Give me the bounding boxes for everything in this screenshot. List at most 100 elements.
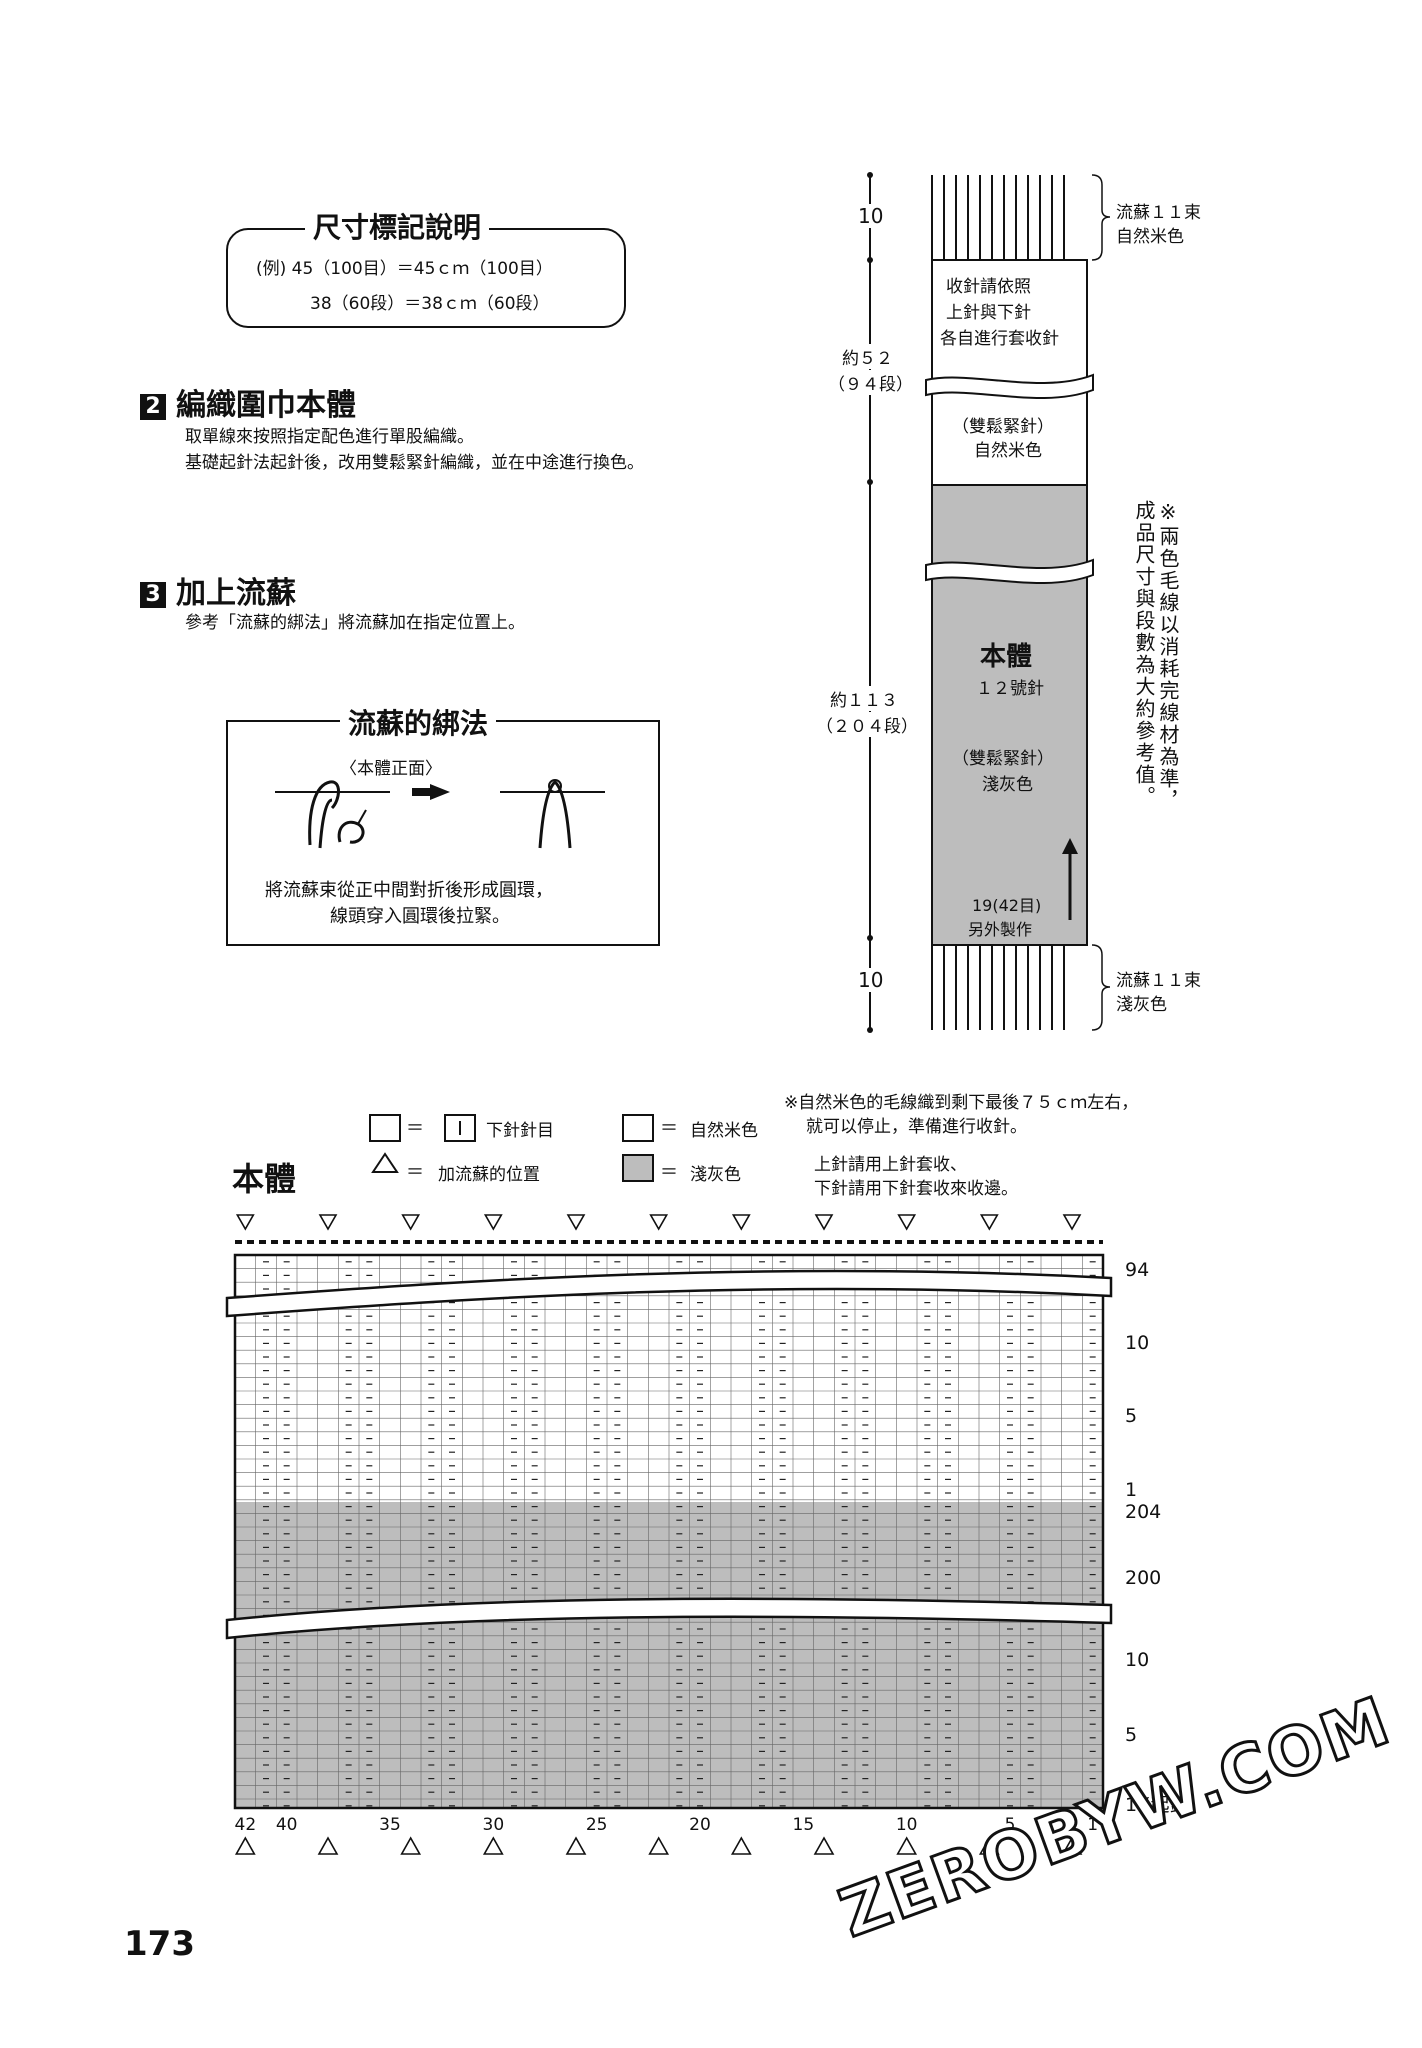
upper-stitch-label-2: 自然米色 [974,441,1042,461]
fringe-marker-bottom [978,1836,1000,1855]
section-3-heading: 3 加上流蘇 [140,568,296,612]
legend-eq-2: ＝ [406,1162,424,1183]
schematic-dim-top: 10 [858,204,884,228]
row-label: 10 [1125,1332,1149,1354]
fringe-marker-bottom [1061,1836,1083,1855]
cast-on-label-1: 19(42目) [972,896,1042,915]
bindoff-note-2: 上針與下針 [946,303,1031,323]
upper-stitch-label-1: （雙鬆緊針） [952,417,1054,437]
column-label: 25 [586,1815,608,1835]
chart-title: 本體 [232,1160,297,1198]
scarf-schematic [867,172,1111,1033]
section-2-text-2: 基礎起針法起針後，改用雙鬆緊針編織，並在中途進行換色。 [185,453,644,473]
schematic-dim-mid-2: （９４段） [828,370,913,395]
row-label: 5 [1125,1405,1137,1427]
size-notation-line-1: (例) 45（100目）＝45ｃｍ（100目） [256,259,553,279]
row-label: 1 [1125,1479,1137,1501]
fringe-marker-top [401,1214,421,1231]
fringe-method-text-2: 線頭穿入圓環後拉緊。 [330,906,510,927]
section-2-text-1: 取單線來按照指定配色進行單股編織。 [185,427,474,447]
row-label: 204 [1125,1501,1161,1523]
size-notation-line-2: 38（60段）＝38ｃｍ（60段） [310,294,550,314]
fringe-marker-bottom [234,1836,256,1855]
row-label: 200 [1125,1567,1161,1589]
fringe-marker-bottom [813,1836,835,1855]
top-fringe [931,175,1065,260]
fringe-marker-top [566,1214,586,1231]
fringe-method-subtitle: 〈本體正面〉 [340,759,442,779]
schematic-needle: １２號針 [976,679,1044,699]
section-2-title: 編織圍巾本體 [176,388,356,423]
page-number: 173 [124,1924,195,1964]
fringe-marker-top [649,1214,669,1231]
fringe-marker-top [814,1214,834,1231]
fringe-marker-bottom [648,1836,670,1855]
lower-stitch-label-1: （雙鬆緊針） [952,749,1054,769]
fringe-marker-bottom [565,1836,587,1855]
fringe-marker-top [897,1214,917,1231]
note-bind-1: 上針請用上針套收、 [814,1155,967,1175]
column-label: 42 [235,1815,257,1835]
schematic-dim-bottom: 10 [858,968,884,992]
section-3-title: 加上流蘇 [176,576,296,611]
fringe-marker-top [483,1214,503,1231]
schematic-side-note: ※兩色毛線以消耗完線材為準，成品尺寸與段數為大約參考值。 [1132,500,1180,812]
legend-swatches [369,1114,654,1182]
section-3-text-1: 參考「流蘇的綁法」將流蘇加在指定位置上。 [185,613,525,633]
fringe-bottom-label-2: 淺灰色 [1116,995,1167,1015]
fringe-marker-bottom [400,1836,422,1855]
fringe-marker-top [235,1214,255,1231]
row-label: 10 [1125,1649,1149,1671]
fringe-marker-top [1062,1214,1082,1231]
section-3-number: 3 [140,581,166,608]
note-bind-2: 下針請用下針套收來收邊。 [814,1179,1018,1199]
column-label: 20 [689,1815,711,1835]
note-yarn-2: 就可以停止，準備進行收針。 [806,1117,1027,1137]
row-label: 1 (起針) [1125,1794,1196,1816]
fringe-tying-illustration [275,779,605,849]
fringe-marker-top [731,1214,751,1231]
section-2-number: 2 [140,393,166,420]
legend-eq-4: ＝ [660,1162,678,1183]
bindoff-note-3: 各自進行套收針 [940,329,1059,349]
note-yarn-1: ※自然米色的毛線織到剩下最後７５ｃｍ左右， [784,1093,1139,1113]
fringe-top-label-2: 自然米色 [1116,227,1184,247]
column-label: 1 [1087,1815,1098,1835]
fringe-method-text-1: 將流蘇束從正中間對折後形成圓環， [265,880,553,901]
legend-fringe-pos: 加流蘇的位置 [438,1165,540,1185]
lower-break [225,1597,1113,1640]
fringe-method-title: 流蘇的綁法 [340,702,497,742]
legend-eq-1: ＝ [406,1118,424,1139]
column-label: 5 [1005,1815,1016,1835]
fringe-marker-top [318,1214,338,1231]
fringe-bottom-label-1: 流蘇１１束 [1116,971,1201,991]
legend-gray: 淺灰色 [690,1165,741,1185]
schematic-body-title: 本體 [980,642,1033,672]
column-label: 10 [896,1815,918,1835]
schematic-dim-body-1: 約１１３ [830,686,898,711]
legend-knit: 下針針目 [486,1121,554,1141]
upper-break [225,1269,1113,1318]
fringe-marker-bottom [317,1836,339,1855]
column-label: 35 [379,1815,401,1835]
fringe-marker-top [979,1214,999,1231]
fringe-marker-bottom [730,1836,752,1855]
bottom-fringe [931,945,1065,1030]
legend-natural: 自然米色 [690,1121,758,1141]
bindoff-note-1: 收針請依照 [946,277,1031,297]
row-label: 94 [1125,1259,1149,1281]
lower-stitch-label-2: 淺灰色 [982,775,1033,795]
column-label: 15 [793,1815,815,1835]
column-label: 40 [276,1815,298,1835]
schematic-dim-body-2: （２０４段） [816,712,918,737]
row-label: 5 [1125,1724,1137,1746]
fringe-top-label-1: 流蘇１１束 [1116,203,1201,223]
schematic-dim-mid-1: 約５２ [842,344,893,369]
fringe-marker-bottom [482,1836,504,1855]
legend-eq-3: ＝ [660,1118,678,1139]
section-2-heading: 2 編織圍巾本體 [140,380,356,424]
column-label: 30 [483,1815,505,1835]
chart-border [233,1253,1105,1810]
size-notation-title: 尺寸標記說明 [305,206,490,246]
